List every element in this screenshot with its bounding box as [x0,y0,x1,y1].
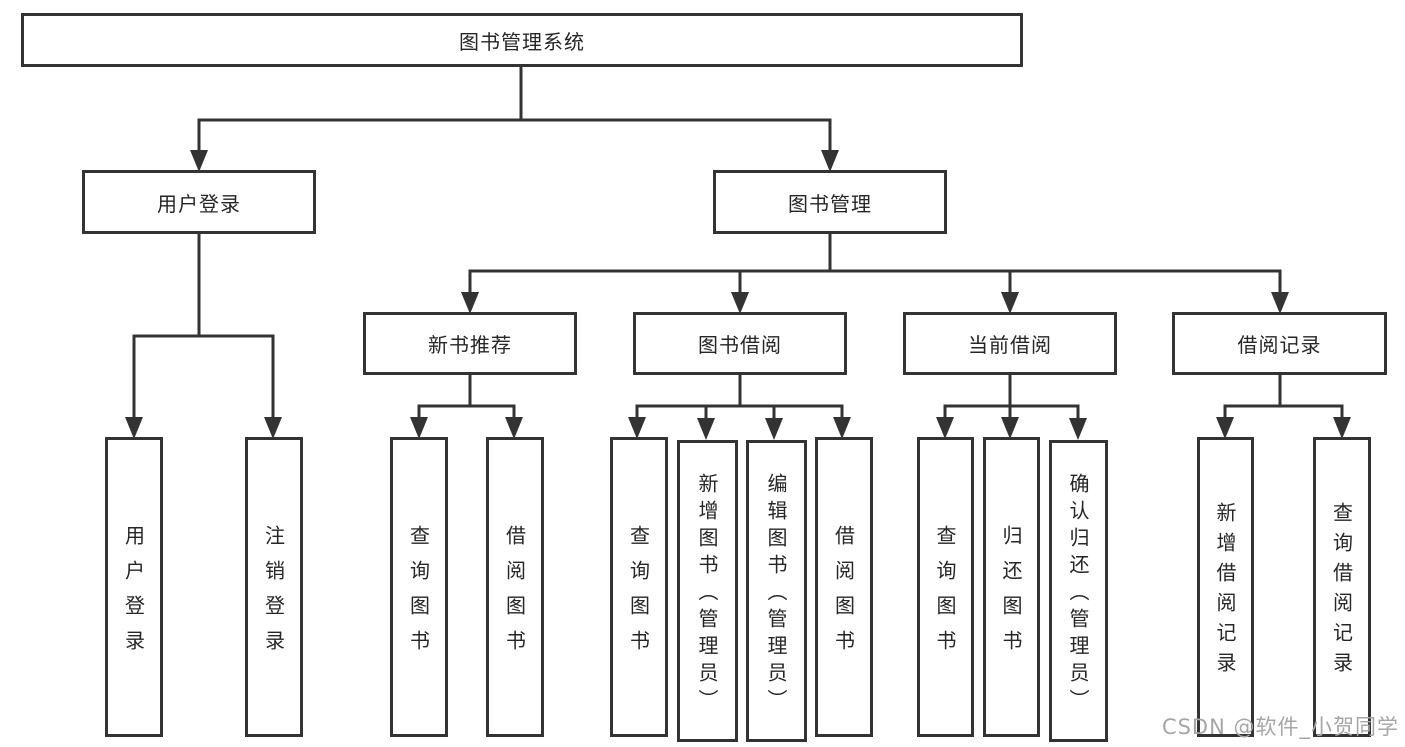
leaf-recommend-query-books-label: 查询图书 [406,524,431,665]
node-new-book-recommend-label: 新书推荐 [428,333,512,357]
leaf-current-query-books: 查询图书 [917,437,974,737]
leaf-borrowing-query-books: 查询图书 [610,437,668,737]
node-root-system-label: 图书管理系统 [459,29,585,54]
node-user-login-label: 用户登录 [157,191,241,216]
leaf-current-return-books: 归还图书 [983,437,1040,737]
node-borrowing-records: 借阅记录 [1172,312,1387,375]
leaf-current-query-books-label: 查询图书 [933,524,957,665]
csdn-watermark: CSDN @软件_小贺同学 [1161,715,1399,739]
node-borrowing-records-label: 借阅记录 [1237,333,1322,357]
leaf-borrowing-query-books-label: 查询图书 [626,524,651,665]
leaf-records-add-record-label: 新增借阅记录 [1213,502,1237,682]
leaf-recommend-borrow-books: 借阅图书 [486,437,544,737]
leaf-borrowing-add-books-admin: 新增图书（管理员） [677,440,738,742]
node-root-system: 图书管理系统 [21,13,1023,67]
node-book-borrowing: 图书借阅 [633,312,847,375]
node-book-management-label: 图书管理 [788,191,872,216]
leaf-borrowing-edit-books-admin-label: 编辑图书（管理员） [764,473,788,716]
node-book-management: 图书管理 [713,170,947,234]
node-new-book-recommend: 新书推荐 [363,312,577,375]
leaf-records-query-record: 查询借阅记录 [1313,437,1371,737]
leaf-user-login-label: 用户登录 [121,524,146,665]
leaf-logout: 注销登录 [245,437,303,737]
leaf-recommend-query-books: 查询图书 [390,437,448,737]
leaf-records-query-record-label: 查询借阅记录 [1329,502,1354,682]
arrowheads [125,150,1351,440]
node-book-borrowing-label: 图书借阅 [698,333,782,357]
leaf-recommend-borrow-books-label: 借阅图书 [502,524,527,665]
node-current-borrowing-label: 当前借阅 [968,333,1052,357]
leaf-current-return-books-label: 归还图书 [999,524,1023,665]
leaf-borrowing-borrow-books-label: 借阅图书 [831,524,856,665]
leaf-current-confirm-return-admin: 确认归还（管理员） [1049,440,1108,742]
leaf-logout-label: 注销登录 [261,524,286,665]
leaf-borrowing-edit-books-admin: 编辑图书（管理员） [746,440,807,742]
leaf-borrowing-borrow-books: 借阅图书 [815,437,873,737]
leaf-user-login: 用户登录 [105,437,163,737]
node-current-borrowing: 当前借阅 [903,312,1117,375]
node-user-login: 用户登录 [82,170,316,234]
leaf-borrowing-add-books-admin-label: 新增图书（管理员） [695,473,719,716]
leaf-records-add-record: 新增借阅记录 [1197,437,1254,737]
leaf-current-confirm-return-admin-label: 确认归还（管理员） [1066,473,1090,716]
